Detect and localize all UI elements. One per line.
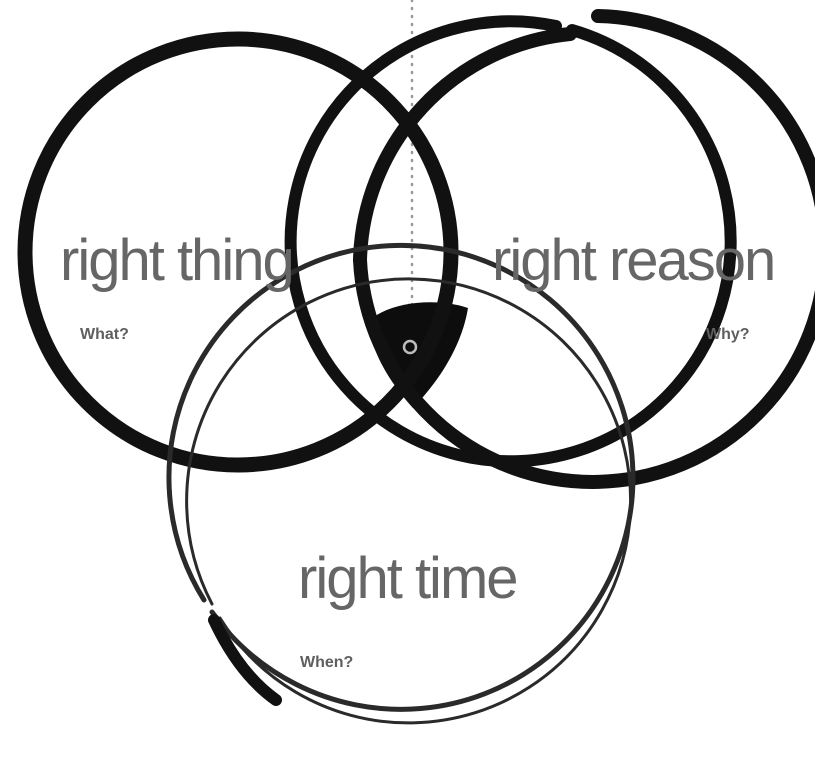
question-what: What?: [80, 326, 129, 343]
question-when: When?: [300, 654, 353, 671]
label-right-thing: right thing: [60, 228, 293, 293]
question-why: Why?: [706, 326, 750, 343]
label-right-time: right time: [298, 546, 517, 611]
label-right-reason: right reason: [492, 228, 774, 293]
